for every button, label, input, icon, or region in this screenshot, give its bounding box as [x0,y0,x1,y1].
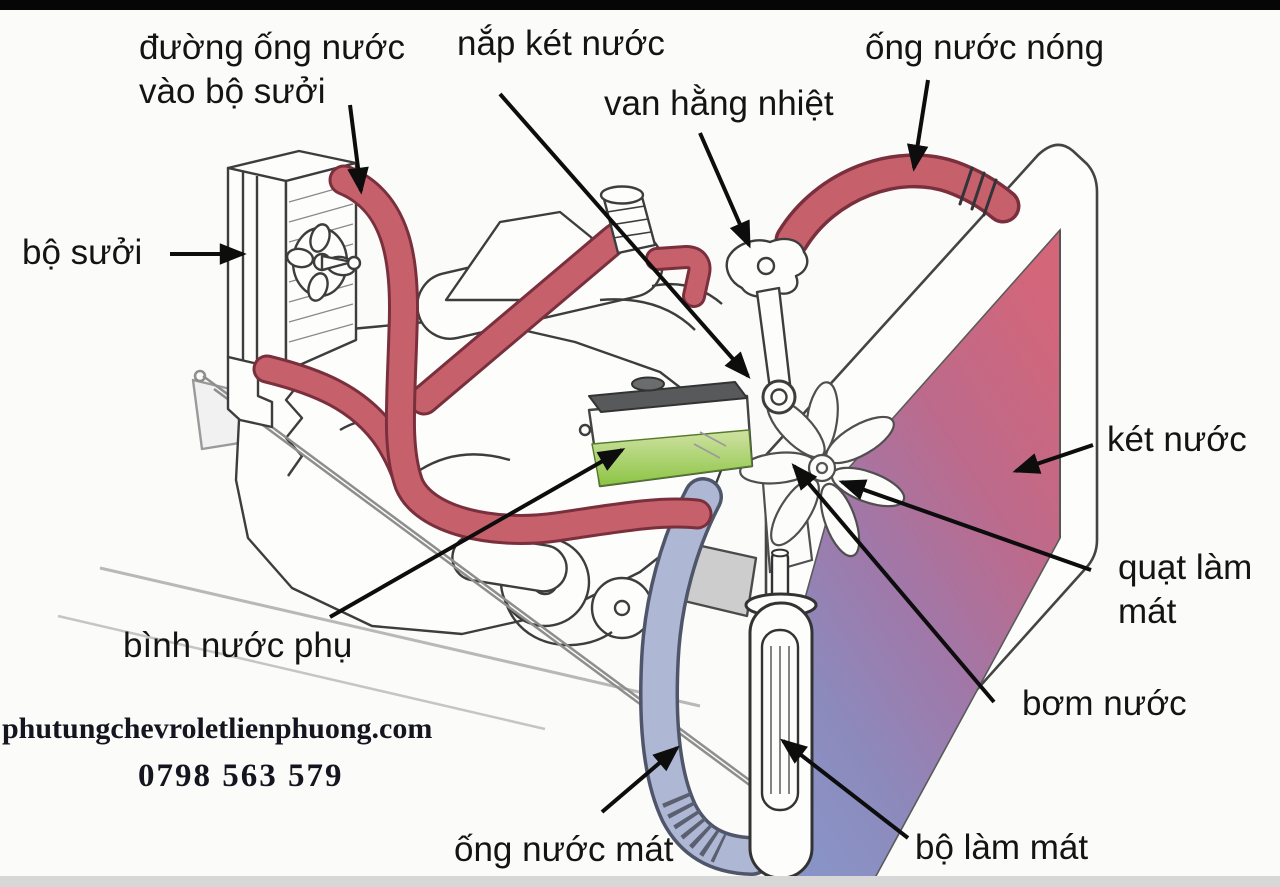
label-heater-inlet: đường ống nước vào bộ sưởi [139,26,405,114]
label-hot-pipe: ống nước nóng [865,28,1105,67]
arrow-cooler [780,738,910,840]
coolant-reservoir [587,376,754,488]
arrow-fan [838,479,1092,572]
arrow-reservoir [329,448,626,619]
arrow-radiator [1012,443,1094,474]
label-cool-pipe: ống nước mát [454,830,674,869]
watermark-site: phutungchevroletlienphuong.com [2,712,433,745]
label-fan: quạt làm mát [1118,546,1252,634]
hot-hoses [252,153,1021,545]
bottom-border-bar [0,876,1280,887]
top-border-bar [0,0,1280,10]
thermostat-and-cap [599,185,809,415]
label-heater-inlet-line1: đường ống nước [139,28,405,67]
label-radiator-cap: nắp két nước [457,24,665,63]
label-fan-line1: quạt làm [1118,548,1253,587]
arrow-heater-inlet [347,104,369,195]
heater-box [226,149,362,429]
label-heater-inlet-line2: vào bộ sưởi [139,72,326,111]
label-heater: bộ sưởi [22,233,143,272]
arrow-radiator-cap [498,92,751,379]
label-fan-line2: mát [1118,592,1177,631]
label-thermostat: van hằng nhiệt [604,84,834,123]
label-radiator: két nước [1107,420,1247,459]
arrow-hot-pipe [906,79,930,172]
subframe-lines [57,566,701,731]
watermark-phone: 0798 563 579 [138,758,344,794]
arrow-thermostat [698,132,751,249]
label-reservoir: bình nước phụ [123,626,353,665]
callout-arrows [170,79,1094,840]
label-cooler: bộ làm mát [915,828,1089,867]
cooler-cylinder [744,548,818,880]
arrow-water-pump [791,463,996,704]
arrow-cool-pipe [600,745,680,814]
radiator [764,143,1099,887]
cool-hose [639,477,772,876]
label-water-pump: bơm nước [1022,684,1187,723]
